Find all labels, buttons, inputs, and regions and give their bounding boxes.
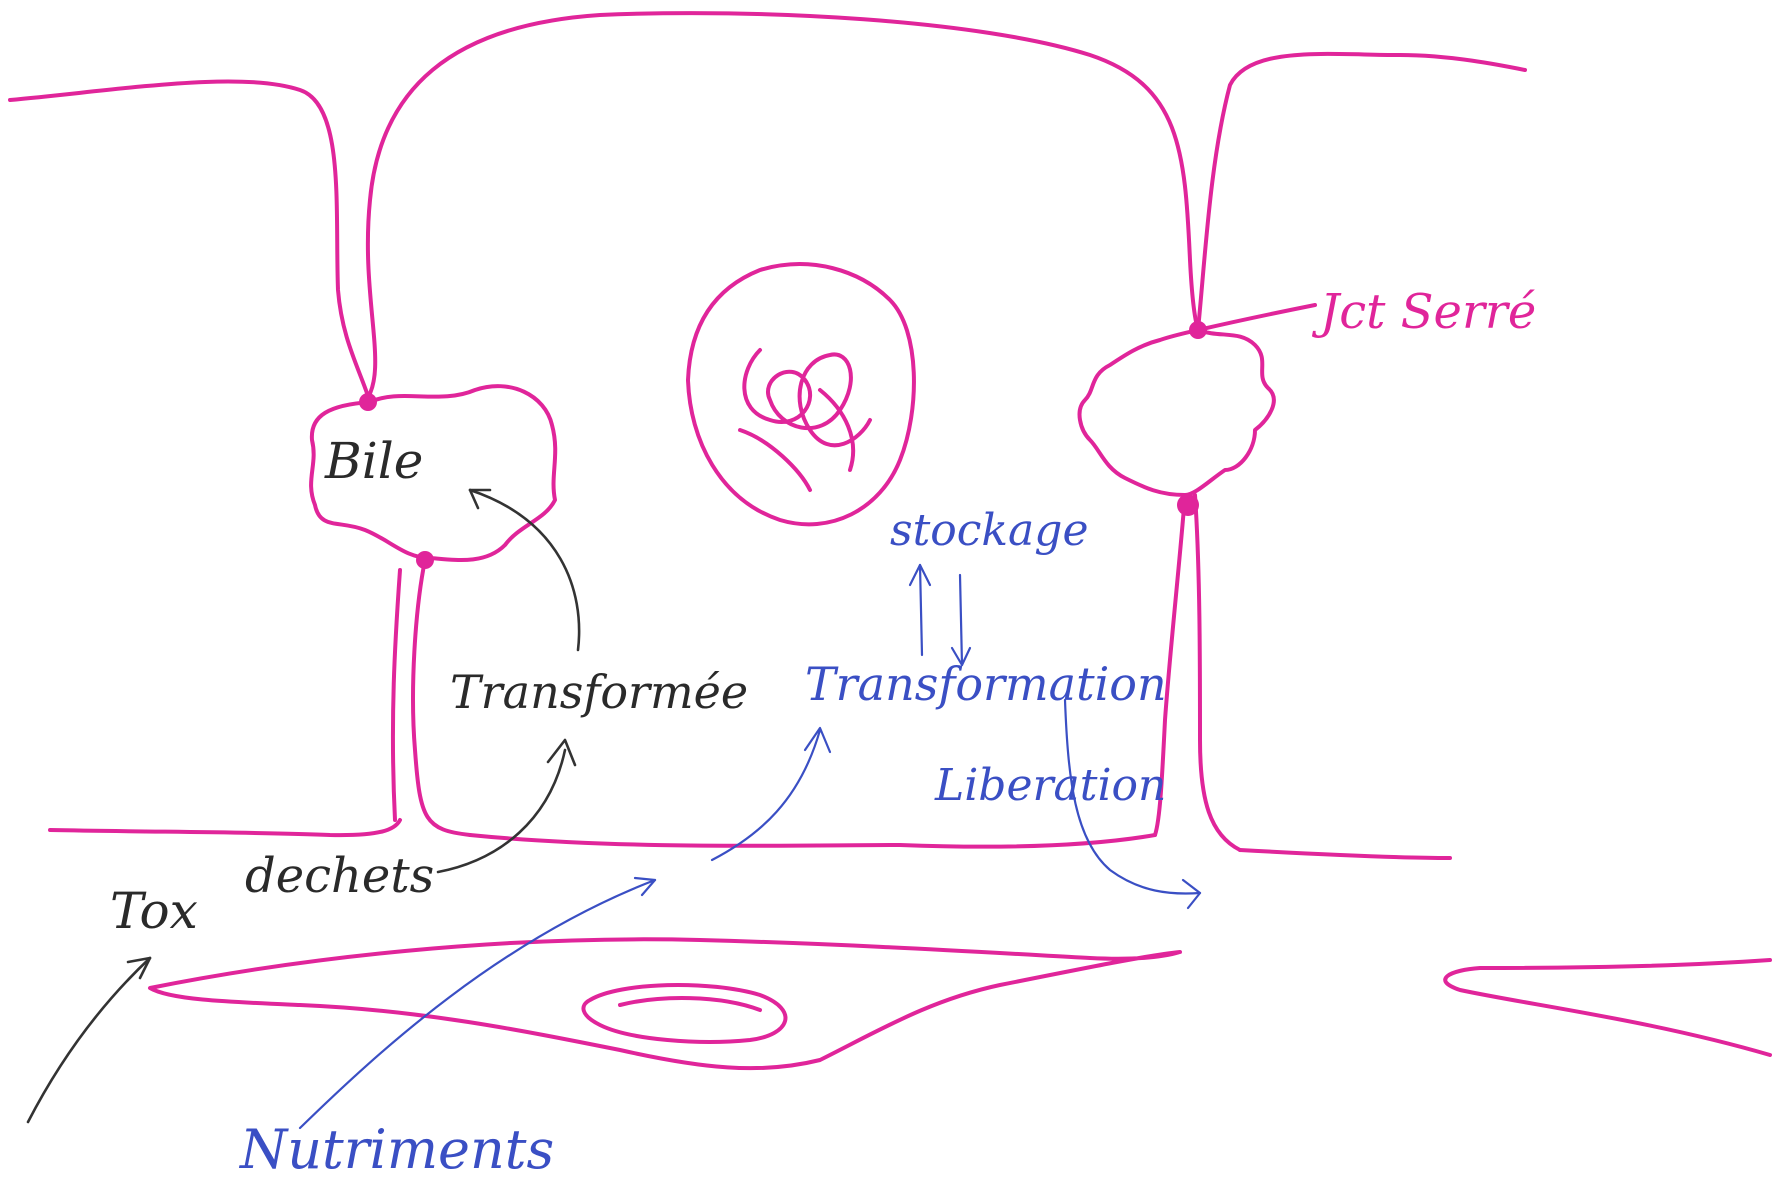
right-lateral-membrane-2 bbox=[1195, 495, 1240, 850]
junction-dot-right-bottom bbox=[1177, 494, 1199, 516]
arrow-to-tox bbox=[28, 958, 150, 1122]
label-nutriments: Nutriments bbox=[238, 1118, 554, 1181]
endothelial-nucleus-inner bbox=[620, 998, 760, 1010]
junction-dot-right-top bbox=[1189, 321, 1207, 339]
arrow-up-to-stockage bbox=[920, 565, 922, 655]
junction-dot-left-top bbox=[359, 393, 377, 411]
arrow-to-transformation-blue bbox=[712, 730, 820, 860]
right-bile-canaliculus bbox=[1080, 330, 1274, 495]
junction-dot-left-bottom bbox=[416, 551, 434, 569]
label-jct-serree: Jct Serré bbox=[1311, 284, 1536, 340]
endothelial-nucleus bbox=[583, 985, 785, 1042]
basal-membrane-left bbox=[50, 820, 400, 835]
basal-membrane-right bbox=[1240, 850, 1450, 858]
left-cell-membrane bbox=[10, 81, 370, 402]
endothelial-cell bbox=[150, 939, 1180, 1068]
arrow-nutriments-upward bbox=[300, 880, 655, 1128]
label-dechets: dechets bbox=[245, 848, 434, 904]
central-cell-top-membrane bbox=[365, 13, 1198, 402]
labels: Bile Transformée dechets Tox Nutriments … bbox=[110, 284, 1536, 1181]
label-liberation: Liberation bbox=[934, 760, 1166, 811]
arrow-down-from-stockage bbox=[960, 575, 962, 665]
basal-membrane-central bbox=[470, 835, 1155, 847]
nucleus-chromatin bbox=[740, 350, 870, 490]
label-stockage: stockage bbox=[890, 505, 1089, 556]
tight-junction-pointer bbox=[1198, 305, 1315, 330]
right-endothelial-fragment bbox=[1445, 960, 1770, 1055]
arrow-transformation-to-bile bbox=[470, 490, 579, 650]
left-lateral-membrane-2 bbox=[393, 570, 400, 820]
label-transformation-blue: Transformation bbox=[805, 657, 1167, 711]
label-bile: Bile bbox=[324, 432, 423, 490]
label-transformation-black: Transformée bbox=[450, 665, 748, 719]
label-tox: Tox bbox=[110, 882, 198, 940]
arrow-dechets-to-transformation bbox=[438, 750, 565, 872]
